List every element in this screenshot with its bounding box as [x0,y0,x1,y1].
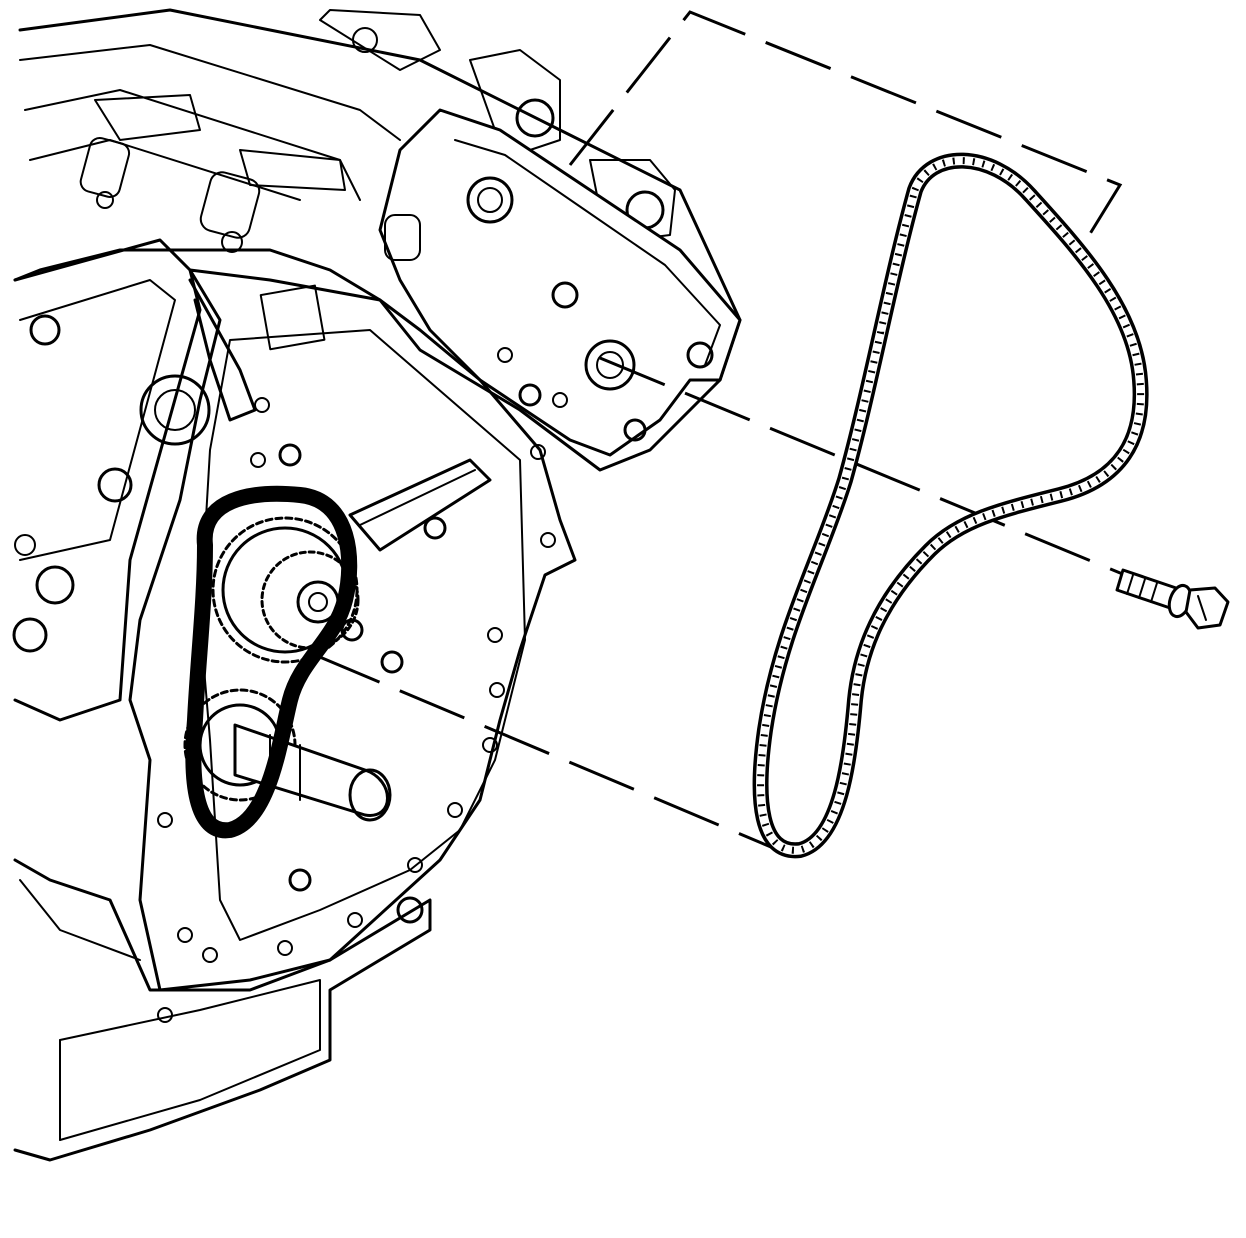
engine-block [12,8,742,1162]
explode-line-crank [314,653,791,857]
sprocket-bolt [1115,568,1230,630]
explode-line-top [568,10,1123,251]
explode-lines [314,10,1126,857]
explode-line-cam-bolt [599,356,1126,577]
timing-chain [752,152,1149,859]
